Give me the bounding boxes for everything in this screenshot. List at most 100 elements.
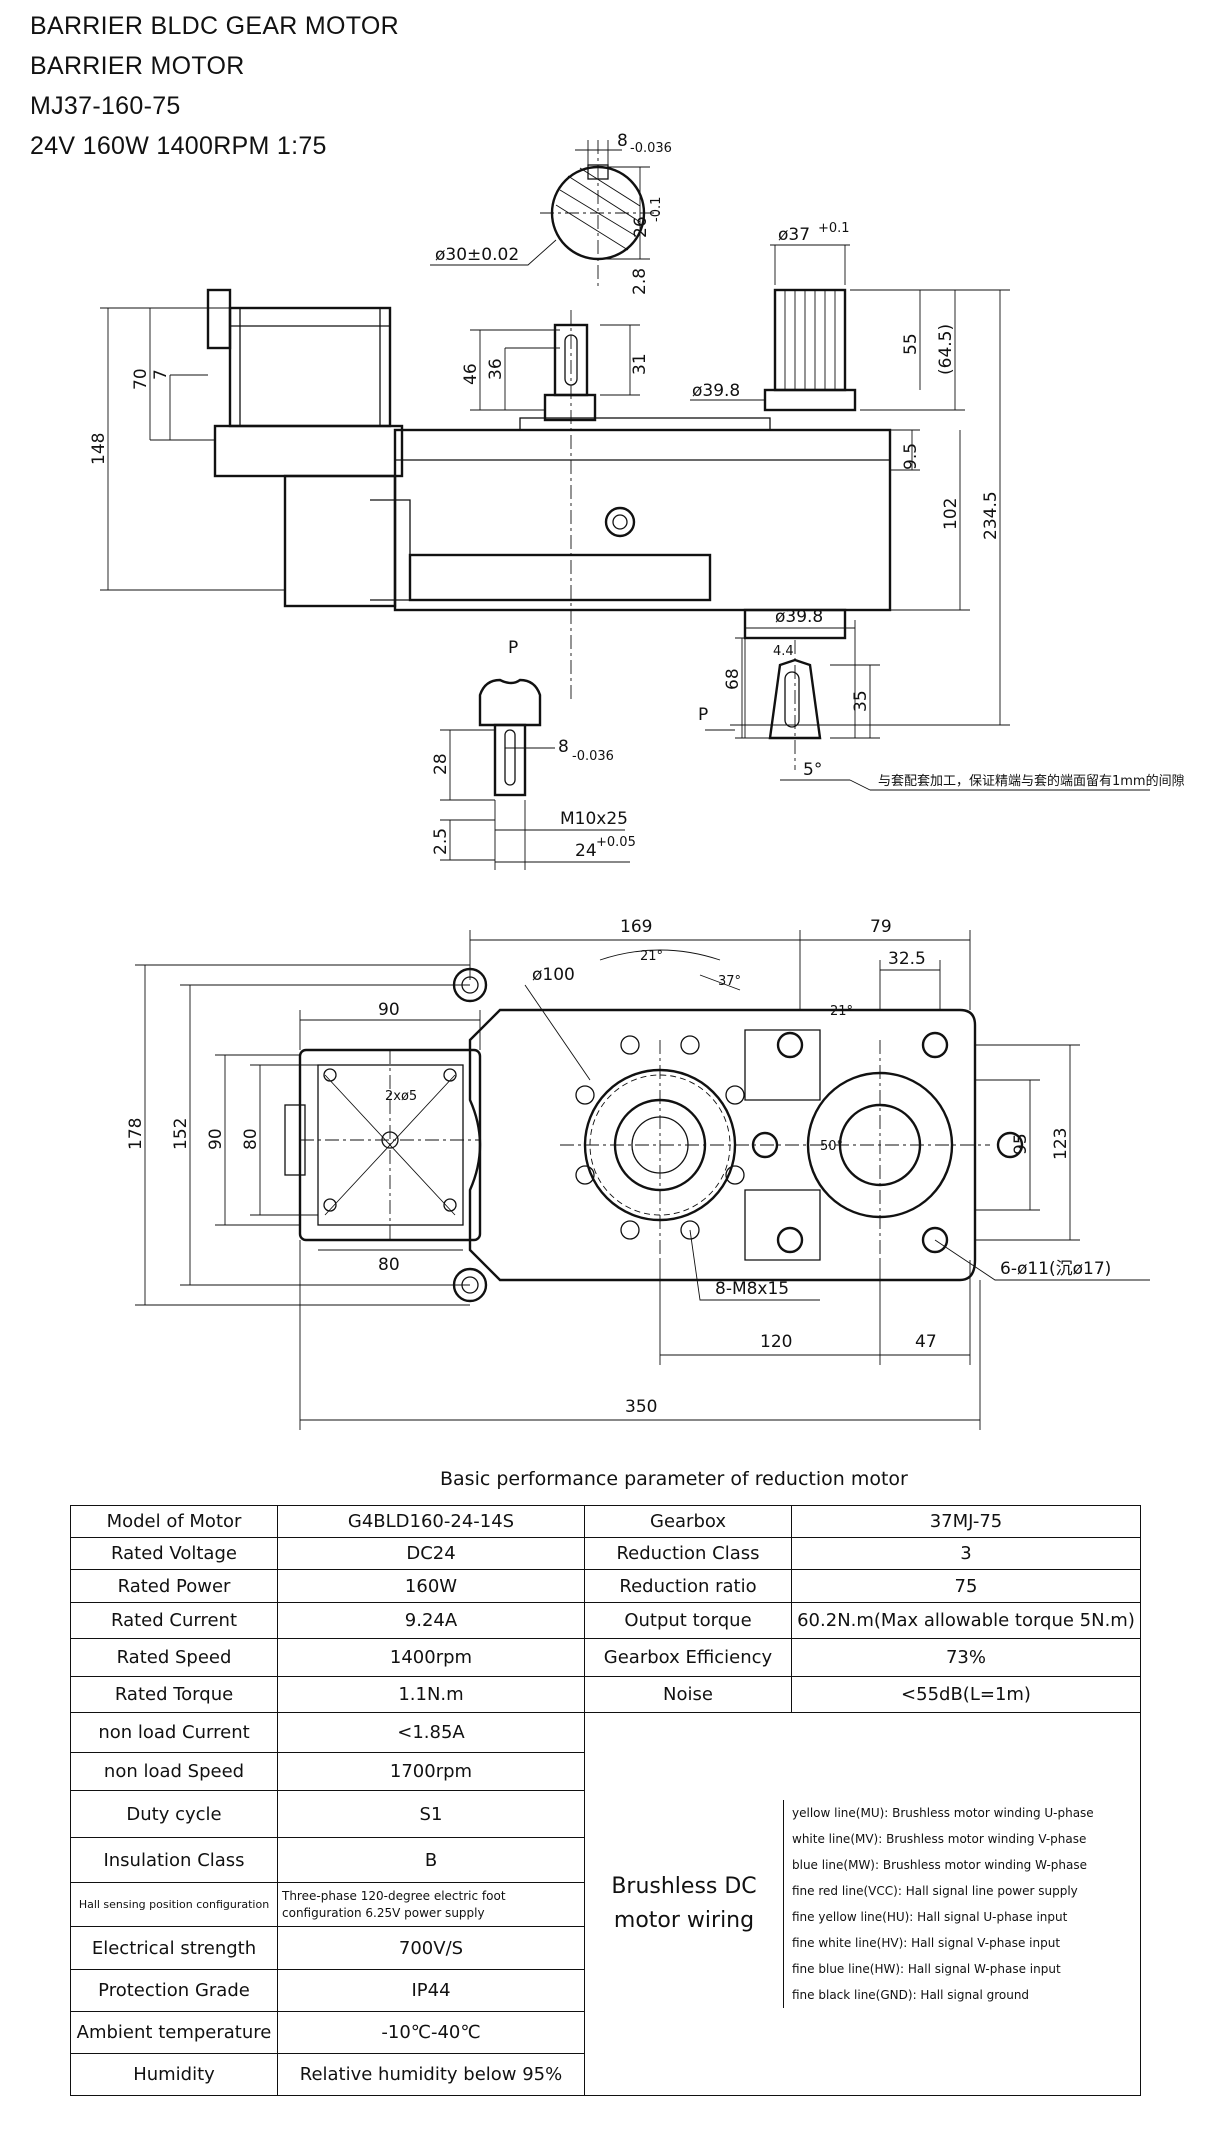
dim-95-line	[975, 1079, 1040, 1211]
dim-80a: 80	[241, 1128, 261, 1150]
motor-flange	[213, 424, 404, 478]
cell-label: Duty cycle	[70, 1790, 278, 1838]
table-row: non load Speed 1700rpm	[70, 1752, 1141, 1791]
holes-spec: 6-ø11(沉ø17)	[1000, 1259, 1111, 1279]
dim-47: 47	[915, 1332, 937, 1352]
header: BARRIER BLDC GEAR MOTOR BARRIER MOTOR MJ…	[30, 6, 399, 166]
cell-label: Ambient temperature	[70, 2011, 278, 2054]
cell-value: 60.2N.m(Max allowable torque 5N.m)	[791, 1602, 1141, 1639]
leader	[430, 239, 557, 266]
gearbox-body	[393, 428, 892, 612]
shaft-collar	[543, 393, 597, 422]
dim-70-line	[149, 308, 215, 441]
dim-out-dia-tol: +0.1	[818, 221, 850, 236]
dim-thread: M10x25	[560, 809, 628, 829]
dim-50deg: 50°	[820, 1139, 843, 1154]
dim-37-arc	[699, 974, 741, 991]
header-title: BARRIER BLDC GEAR MOTOR	[30, 12, 399, 40]
dim-152: 152	[171, 1118, 191, 1150]
table-row: Rated Torque 1.1N.m Noise <55dB(L=1m)	[70, 1676, 1141, 1713]
wiring-list: yellow line(MU): Brushless motor winding…	[783, 1800, 1132, 2008]
technical-drawing: 8 -0.036 26 -0.1 ø30±0.02 2.8 46 36 31	[89, 131, 1185, 1430]
dim-2x5: 2xø5	[385, 1089, 417, 1104]
dim-21a-arc	[599, 949, 721, 961]
table-row: Rated Power 160W Reduction ratio 75	[70, 1569, 1141, 1603]
dim-35: 35	[851, 690, 871, 712]
cell-label: Rated Power	[70, 1569, 278, 1603]
cell-label: Insulation Class	[70, 1837, 278, 1883]
adapter-bracket	[370, 499, 411, 601]
dim-9-5: 9.5	[901, 443, 921, 470]
cell-label: Noise	[584, 1676, 792, 1713]
view-p-label: P	[508, 638, 518, 658]
header-model: MJ37-160-75	[30, 92, 181, 120]
dim-7: 7	[151, 369, 171, 380]
dim-68: 68	[723, 668, 743, 690]
output-collar	[763, 388, 857, 412]
cell-value: 160W	[277, 1569, 585, 1603]
dim-169-79-line	[469, 930, 971, 1010]
table-row: Electrical strength 700V/S	[70, 1926, 1141, 1970]
cell-value: 75	[791, 1569, 1141, 1603]
table-title: Basic performance parameter of reduction…	[440, 1468, 908, 1490]
dim-178-line	[135, 964, 470, 1306]
dim-key-depth: 26	[631, 216, 651, 238]
output-spline	[773, 288, 847, 392]
dim-39-8b: ø39.8	[775, 607, 823, 627]
cell-value: 37MJ-75	[791, 1505, 1141, 1538]
wiring-item: fine blue line(HW): Hall signal W-phase …	[792, 1962, 1061, 1976]
note-cn: 与套配套加工，保证精端与套的端面留有1mm的间隙	[878, 773, 1185, 789]
motor-hole-4	[443, 1198, 457, 1212]
dim-90b-line	[215, 1054, 300, 1226]
dim-5deg: 5°	[803, 760, 822, 780]
dim-95: 95	[1011, 1133, 1031, 1155]
dim-169: 169	[620, 917, 652, 937]
cell-value: Three-phase 120-degree electric foot con…	[277, 1882, 585, 1927]
p-view-cap	[478, 678, 542, 727]
dim-90a: 90	[378, 1000, 400, 1020]
dim-178: 178	[126, 1118, 146, 1150]
wiring-label-line1: Brushless DC	[611, 1874, 757, 1899]
cell-label: Rated Speed	[70, 1638, 278, 1677]
wiring-item: yellow line(MU): Brushless motor winding…	[792, 1806, 1094, 1820]
dim-39-8: ø39.8	[692, 381, 740, 401]
dim-2-5: 2.5	[431, 828, 451, 855]
wiring-item: fine black line(GND): Hall signal ground	[792, 1988, 1030, 2002]
wiring-item: fine white line(HV): Hall signal V-phase…	[792, 1936, 1061, 1950]
cell-value: <1.85A	[277, 1712, 585, 1753]
cell-label: Hall sensing position configuration	[70, 1882, 278, 1927]
dim-120-47-line	[659, 1260, 971, 1365]
dim-90a-line	[299, 1010, 481, 1050]
wiring-item: fine red line(VCC): Hall signal line pow…	[792, 1884, 1078, 1898]
dim-46: 46	[461, 363, 481, 385]
cell-label: Humidity	[70, 2053, 278, 2096]
key-depth-dim	[605, 166, 650, 260]
vent-plug-inner	[612, 514, 628, 530]
header-rating: 24V 160W 1400RPM 1:75	[30, 132, 327, 160]
dim-28-line	[440, 729, 495, 801]
motor-fins	[230, 308, 390, 426]
dim-64-5: (64.5)	[936, 324, 956, 375]
cell-value: B	[277, 1837, 585, 1883]
dim-37deg: 37°	[718, 974, 741, 989]
dim-2-8: 2.8	[630, 268, 650, 295]
p-view-shaft	[493, 723, 527, 797]
wiring-item: blue line(MW): Brushless motor winding W…	[792, 1858, 1088, 1872]
wiring-label-line2: motor wiring	[613, 1908, 755, 1933]
cell-value: Relative humidity below 95%	[277, 2053, 585, 2096]
bolt-spec: 8-M8x15	[715, 1279, 789, 1299]
motor-connector	[206, 288, 232, 350]
gearbox-top-plate	[519, 417, 771, 431]
dim-35-line	[830, 664, 880, 739]
view-p-arrow-label: P	[698, 705, 708, 725]
dim-32-5: 32.5	[888, 949, 926, 969]
dim-out-dia: ø37	[778, 225, 810, 245]
plan-view: 2xø5 50° 169 79 21°	[126, 917, 1150, 1430]
dim-100-leader	[524, 984, 591, 1081]
table-row: Rated Speed 1400rpm Gearbox Efficiency 7…	[70, 1638, 1141, 1677]
wiring-item: white line(MV): Brushless motor winding …	[792, 1832, 1087, 1846]
dim-5deg-line	[780, 779, 871, 791]
cell-value: 3	[791, 1537, 1141, 1570]
cell-value: 73%	[791, 1638, 1141, 1677]
dim-90b: 90	[206, 1128, 226, 1150]
